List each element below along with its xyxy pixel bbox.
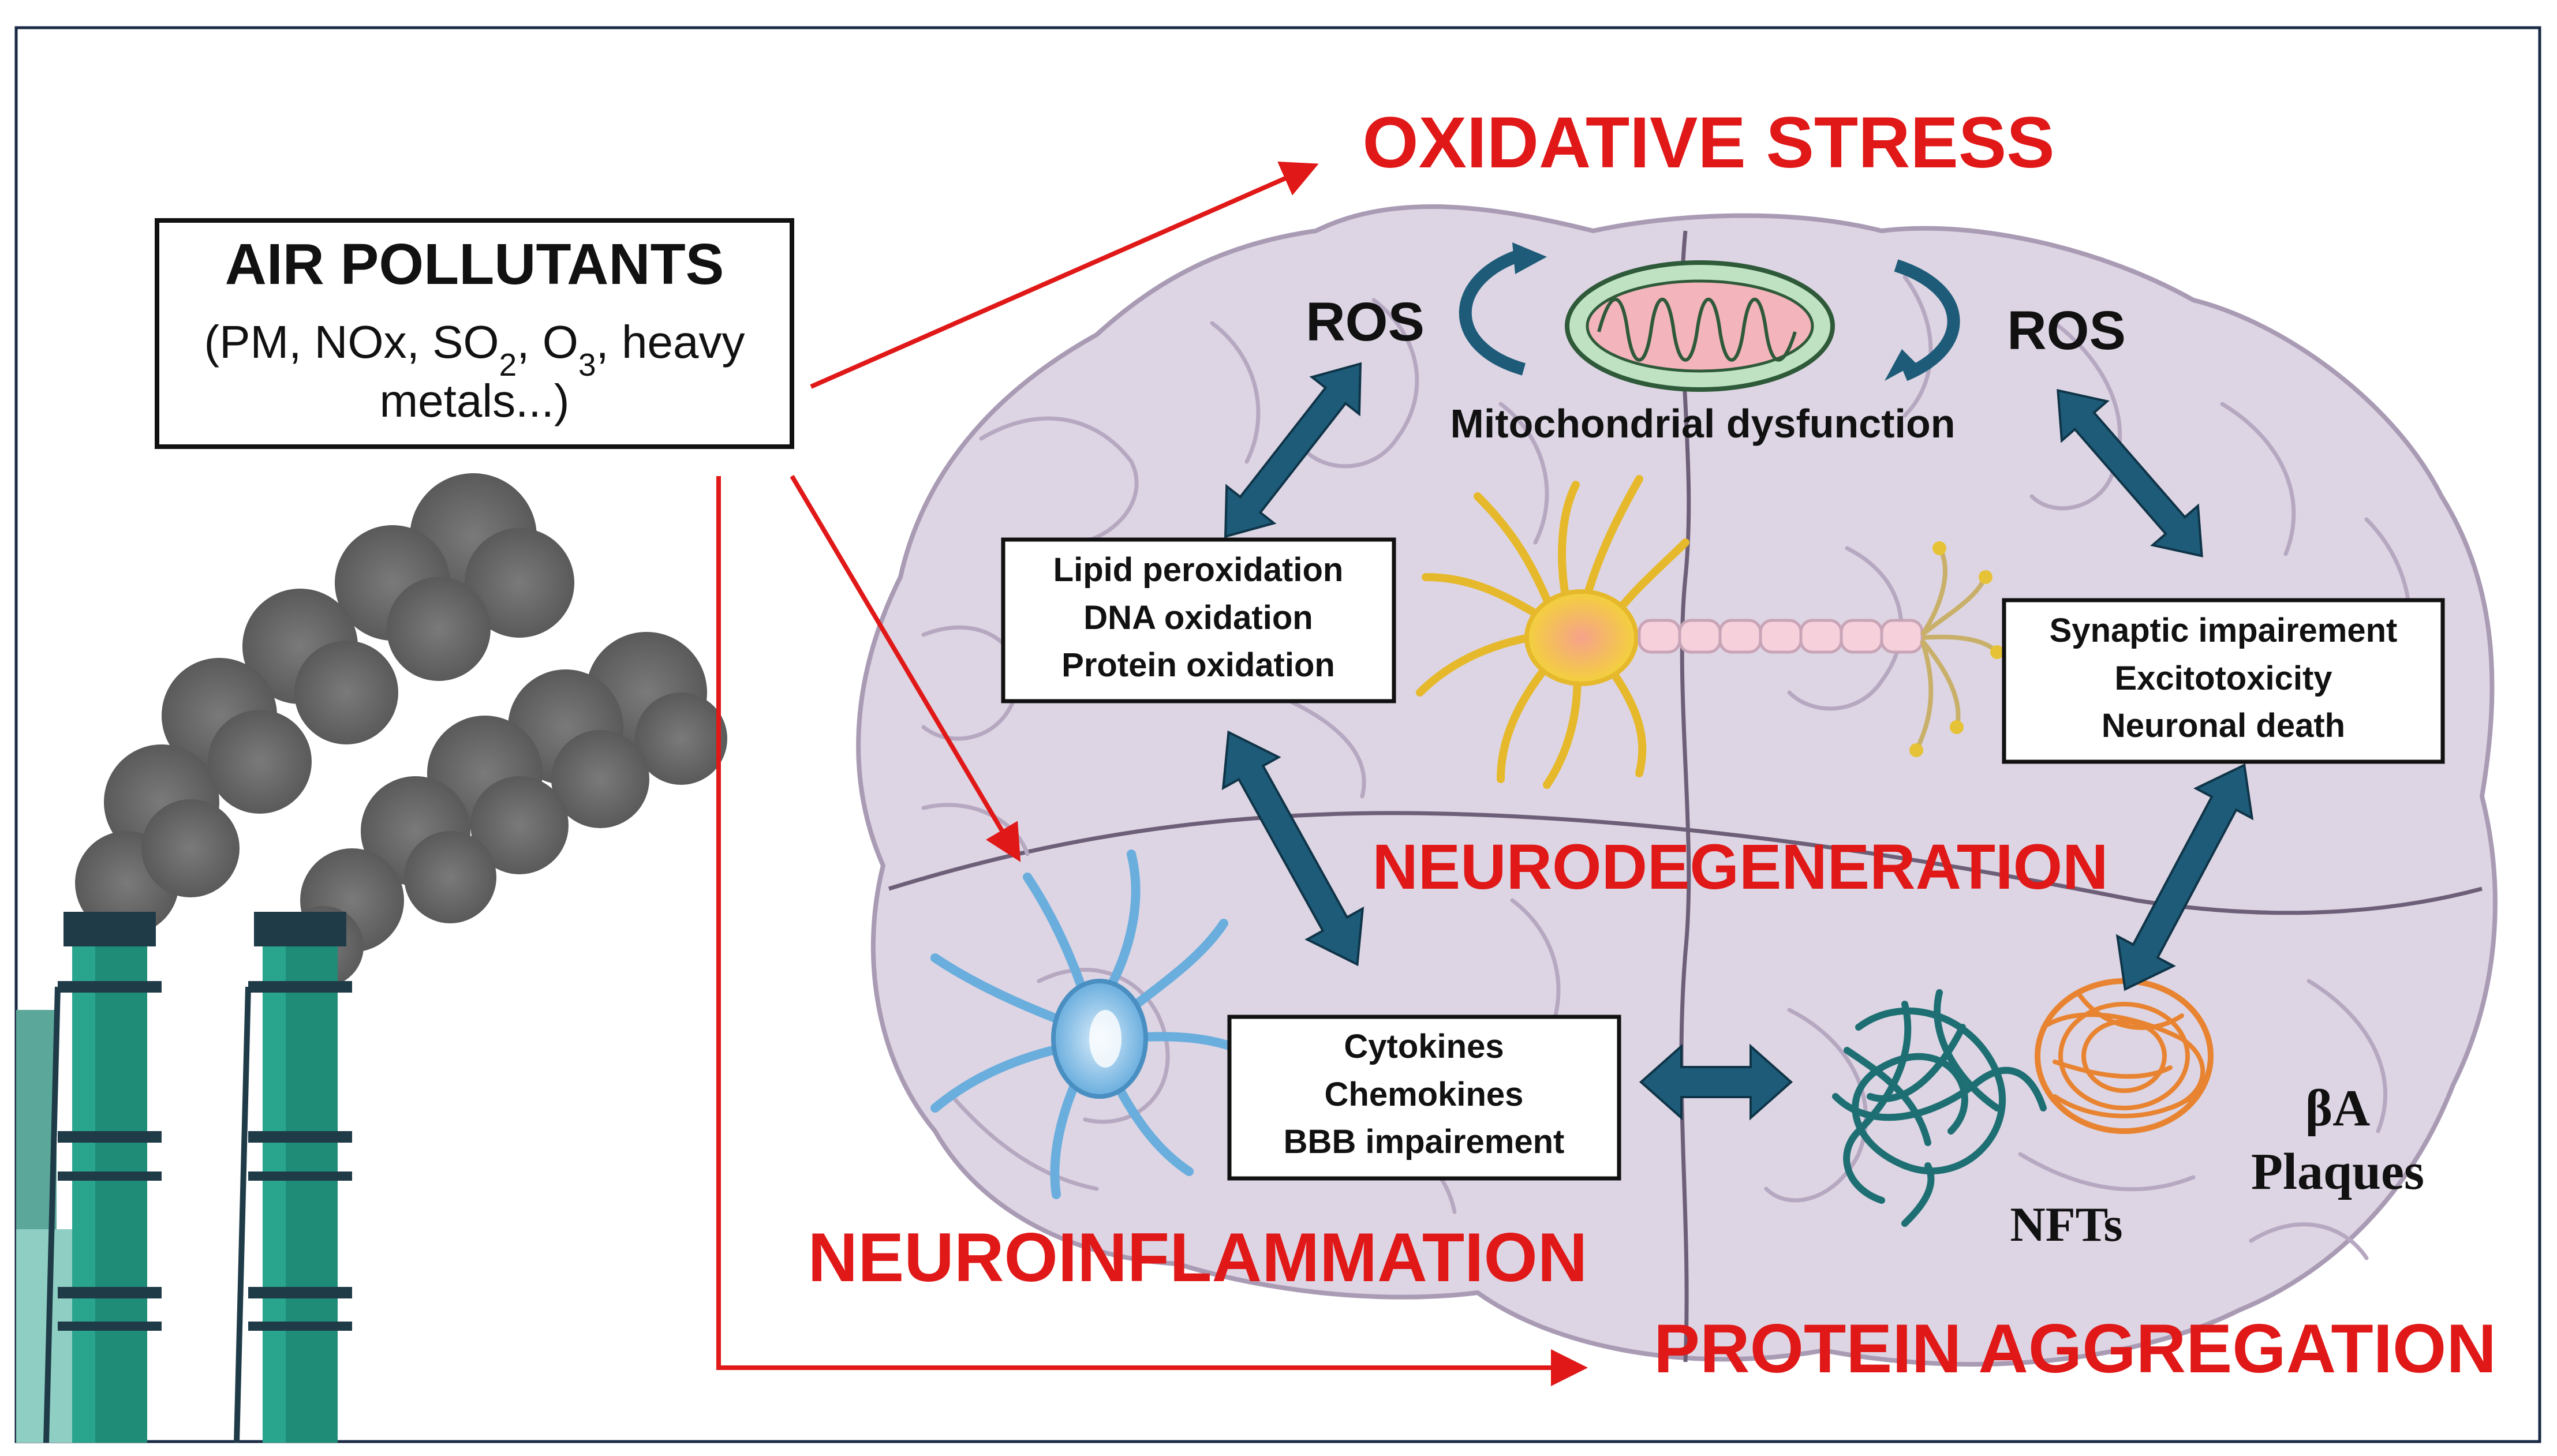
oxidation-item: Lipid peroxidation: [1053, 551, 1344, 589]
air-pollutants-detail: (PM, NOx, SO2, O3, heavy: [204, 316, 745, 383]
arrow-to-protein-aggregation: [716, 476, 1588, 1386]
synaptic-box: Synaptic impairement Excitotoxicity Neur…: [2002, 598, 2445, 764]
air-pollutants-box: AIR POLLUTANTS (PM, NOx, SO2, O3, heavy …: [155, 218, 794, 449]
double-arrow-icon: [1224, 362, 1362, 538]
oxidation-item: DNA oxidation: [1083, 599, 1313, 637]
double-arrow-icon: [1221, 730, 1365, 967]
teal-double-arrows: [1221, 362, 2254, 1121]
nft-tangle-icon: [1832, 989, 2047, 1227]
heading-oxidative-stress: OXIDATIVE STRESS: [1362, 103, 2054, 183]
mitochondrion-icon: [1565, 260, 1835, 392]
curved-arrow-right-head-icon: [1885, 349, 1916, 381]
plaques-label: Plaques: [2251, 1143, 2424, 1200]
synaptic-item: Neuronal death: [2102, 707, 2345, 744]
double-arrow-icon: [2115, 763, 2254, 991]
curved-arrow-left-icon: [1459, 248, 1526, 376]
oxidation-item: Protein oxidation: [1061, 646, 1335, 684]
synaptic-item: Excitotoxicity: [2114, 660, 2332, 697]
neuron-icon: [1416, 475, 2004, 789]
arrow-to-neuroinflammation: [790, 474, 1021, 862]
ros-right-label: ROS: [2007, 300, 2126, 361]
cytokines-box: Cytokines Chemokines BBB impairement: [1227, 1015, 1621, 1181]
synaptic-item: Synaptic impairement: [2050, 612, 2398, 649]
ros-left-label: ROS: [1306, 291, 1425, 353]
curved-arrow-left-head-icon: [1512, 242, 1547, 274]
air-pollutants-title: AIR POLLUTANTS: [225, 232, 724, 297]
double-arrow-icon: [2057, 389, 2203, 557]
cytokines-item: BBB impairement: [1284, 1123, 1565, 1161]
smoke-icon: [75, 473, 727, 987]
cytokines-item: Cytokines: [1344, 1028, 1504, 1065]
double-arrow-icon: [1639, 1043, 1793, 1121]
nfts-label: NFTs: [2010, 1197, 2122, 1252]
factory-illustration: [16, 473, 727, 1443]
air-pollutants-detail-line2: metals...): [380, 375, 570, 426]
red-pathway-arrows: [716, 162, 1588, 1386]
heading-neurodegeneration: NEURODEGENERATION: [1372, 832, 2108, 903]
heading-neuroinflammation: NEUROINFLAMMATION: [808, 1219, 1588, 1296]
ros-cycle-arrows: [1459, 248, 1960, 381]
curved-arrow-right-icon: [1894, 259, 1960, 381]
arrow-to-oxidative-stress: [810, 162, 1319, 389]
oxidation-box: Lipid peroxidation DNA oxidation Protein…: [1001, 537, 1396, 703]
microglia-icon: [930, 849, 1257, 1199]
mito-dysfunction-label: Mitochondrial dysfunction: [1451, 401, 1956, 446]
beta-amyloid-label: βA: [2305, 1080, 2370, 1137]
amyloid-plaque-icon: [2035, 978, 2214, 1134]
cytokines-item: Chemokines: [1325, 1076, 1524, 1113]
heading-protein-aggregation: PROTEIN AGGREGATION: [1654, 1310, 2496, 1387]
